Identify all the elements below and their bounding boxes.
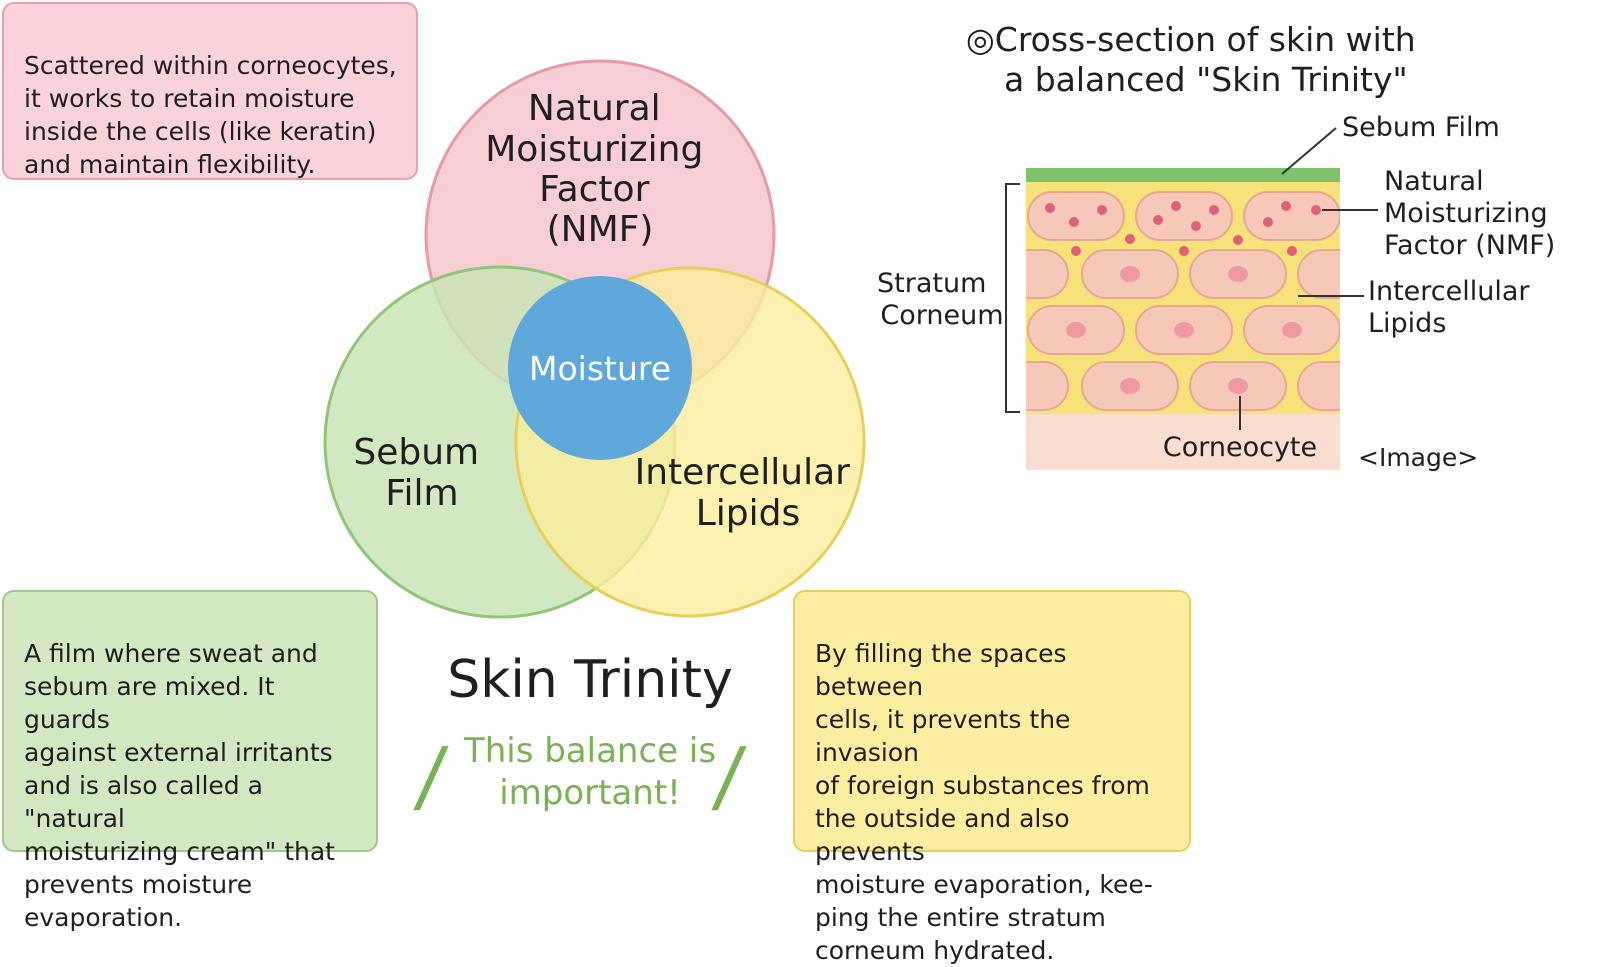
svg-text:Intercellular Lipids: Intercellular Lipids: [1368, 276, 1538, 339]
sebum-film-label: Sebum Film: [1342, 112, 1500, 143]
sebum-film-leader: [1281, 127, 1337, 175]
nmf-dot: [1153, 215, 1163, 225]
lipids-label-1: Intercellular: [635, 452, 851, 493]
nmf-dot: [1209, 205, 1219, 215]
sebum-film-layer: [1026, 168, 1340, 182]
nmf-label-4: (NMF): [547, 209, 654, 250]
nmf-dot: [1045, 203, 1055, 213]
balance-important-text: This balance is important!: [463, 731, 717, 813]
nmf-dot: [1311, 205, 1321, 215]
svg-text:Sebum Film: Sebum Film: [353, 432, 490, 514]
nmf-description-box: Scattered within corneocytes, it works t…: [2, 2, 418, 180]
nucleus-r3c1: [1066, 322, 1086, 338]
lipids-description-text: By filling the spaces between cells, it …: [815, 639, 1153, 965]
nmf-cs-label-3: Factor (NMF): [1384, 230, 1555, 261]
nmf-dot: [1171, 201, 1181, 211]
svg-text:Natural Moisturizing F: Natural Moisturizing Factor (NMF): [1384, 166, 1556, 261]
nucleus-r2c2: [1120, 266, 1140, 282]
nucleus-r3c3: [1282, 322, 1302, 338]
stratum-bracket: [1005, 183, 1020, 413]
skin-trinity-title: Skin Trinity: [447, 650, 733, 710]
nmf-dot: [1263, 217, 1273, 227]
nmf-dot: [1191, 221, 1201, 231]
stratum-label-1: Stratum: [877, 268, 986, 299]
nucleus-r4c3: [1228, 378, 1248, 394]
nmf-dot: [1071, 246, 1081, 256]
nmf-dot: [1125, 234, 1135, 244]
cell-r4c4: [1297, 361, 1340, 411]
lipids-cs-label-1: Intercellular: [1368, 276, 1530, 307]
moisture-circle: [508, 276, 692, 460]
nmf-dot: [1281, 201, 1291, 211]
cell-r2c4: [1297, 249, 1340, 299]
svg-text:Stratum Corneum: Stratum Corneum: [877, 268, 1004, 331]
nmf-dot: [1097, 205, 1107, 215]
cell-r1c2: [1135, 191, 1233, 241]
cross-section-title: ◎Cross-section of skin with a balanced "…: [966, 20, 1486, 100]
nmf-cs-label-1: Natural: [1384, 166, 1484, 197]
corneocyte-label: Corneocyte: [1163, 432, 1317, 463]
skin-trinity-venn: Natural Moisturizing Factor (NMF) Sebum …: [323, 59, 866, 619]
lipids-cs-label-2: Lipids: [1368, 308, 1446, 339]
cross-section-title-line1: ◎Cross-section of skin with: [966, 20, 1416, 59]
cross-section-title-line2: a balanced "Skin Trinity": [1004, 60, 1408, 99]
nmf-label-3: Factor: [539, 169, 649, 210]
nmf-dot: [1069, 217, 1079, 227]
moisture-label: Moisture: [529, 349, 671, 388]
svg-text:Intercellular Lipids: Intercellular Lipids: [635, 452, 862, 534]
nucleus-r3c2: [1174, 322, 1194, 338]
nmf-dot: [1179, 246, 1189, 256]
image-tag-label: <Image>: [1358, 443, 1478, 472]
stratum-label-2: Corneum: [880, 300, 1003, 331]
skin-cross-section: Sebum Film Natural Moisturizing Factor (…: [877, 112, 1556, 472]
svg-text:Natural Moisturizing F: Natural Moisturizing Factor (NMF): [485, 88, 715, 250]
nmf-dot: [1233, 235, 1243, 245]
cell-r2c1: [1026, 249, 1069, 299]
cell-r1c1: [1027, 191, 1125, 241]
nmf-description-text: Scattered within corneocytes, it works t…: [24, 51, 397, 179]
nucleus-r2c3: [1228, 266, 1248, 282]
corneocyte-grid: [1026, 191, 1340, 411]
nmf-dot: [1287, 246, 1297, 256]
nmf-label-2: Moisturizing: [485, 129, 703, 170]
nmf-label-1: Natural: [528, 88, 661, 129]
sebum-description-text: A film where sweat and sebum are mixed. …: [24, 639, 335, 932]
sebum-label-1: Sebum: [353, 432, 479, 473]
cell-r1c3: [1243, 191, 1340, 241]
cell-r4c1: [1026, 361, 1069, 411]
lipids-label-2: Lipids: [696, 493, 801, 534]
sebum-label-2: Film: [385, 473, 458, 514]
nucleus-r4c2: [1120, 378, 1140, 394]
nmf-cs-label-2: Moisturizing: [1384, 198, 1548, 229]
